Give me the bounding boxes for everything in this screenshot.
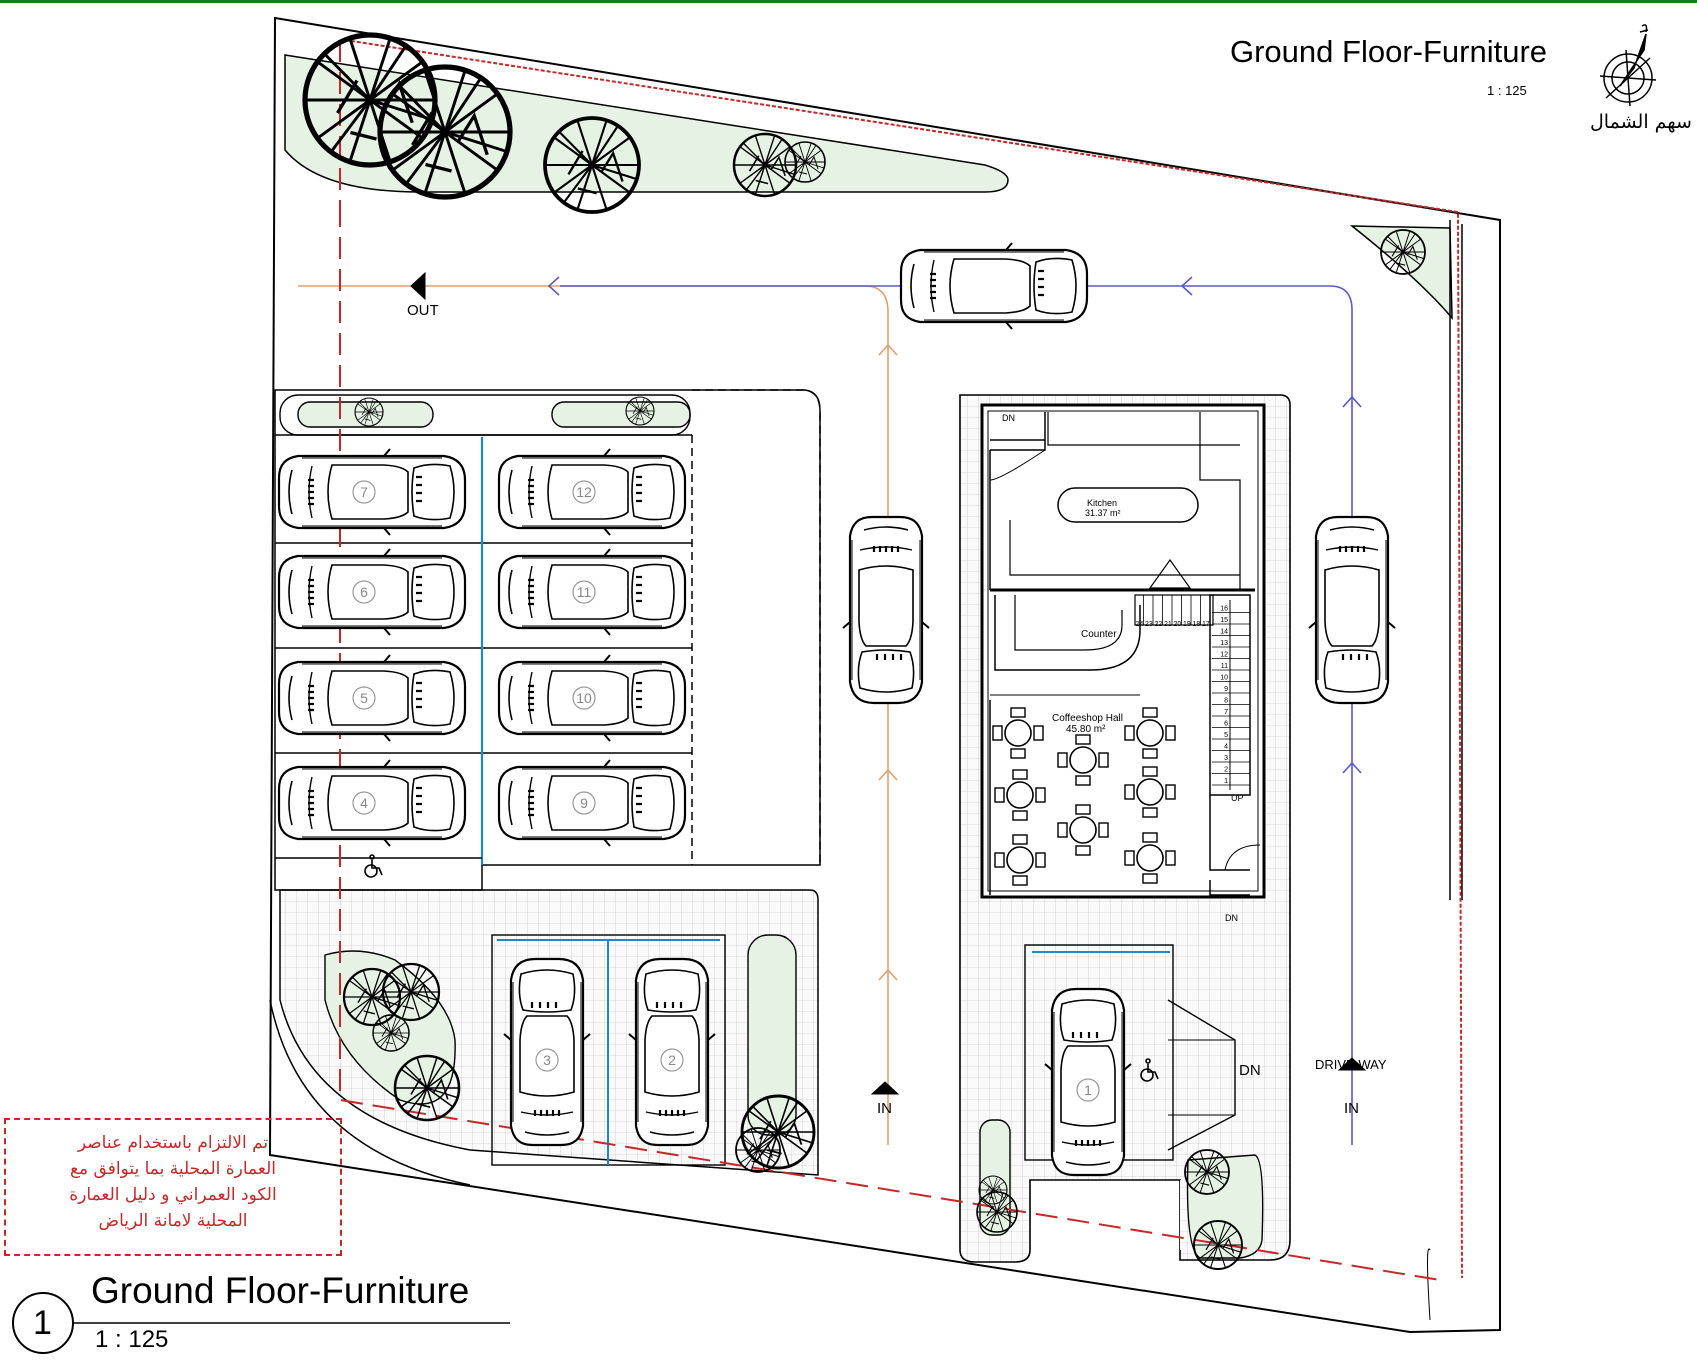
- moving-car: [1307, 515, 1397, 705]
- stair-step-number: 20: [1174, 621, 1182, 628]
- parking-number: 9: [580, 795, 588, 811]
- flow-chevron: [878, 968, 898, 981]
- stair-step-number: 11: [1221, 663, 1228, 670]
- stair-step-number: 22: [1155, 621, 1163, 628]
- stair-step-number: 14: [1220, 629, 1228, 636]
- stair-step-number: 23: [1145, 621, 1153, 628]
- moving-car: [841, 515, 931, 705]
- counter-label: Counter: [1081, 629, 1117, 640]
- stair-step-number: 4: [1224, 744, 1228, 751]
- stair-step-number: 2: [1224, 767, 1228, 774]
- view-tag-title: Ground Floor-Furniture: [91, 1270, 470, 1311]
- stair-step-number: 3: [1224, 755, 1228, 762]
- stair-step-number: 7: [1224, 709, 1228, 716]
- parking-number: 12: [576, 484, 592, 500]
- stair-step-number: 17: [1202, 621, 1210, 628]
- stair-step-number: 13: [1220, 640, 1228, 647]
- parking-number: 5: [360, 690, 368, 706]
- note-line-1: تم الالتزام باستخدام عناصر: [77, 1133, 269, 1153]
- stair-step-number: 24: [1136, 621, 1144, 628]
- ramp-down-label: DN: [1239, 1062, 1261, 1079]
- parking-car: 6: [277, 547, 467, 637]
- parking-number-circle: [352, 686, 376, 710]
- parking-car: 11: [497, 547, 687, 637]
- stair-step-number: 9: [1224, 686, 1228, 693]
- parking-car: 3: [502, 957, 592, 1147]
- sheet-scale: 1 : 125: [1487, 83, 1527, 98]
- parking-number: 4: [360, 795, 368, 811]
- flow-chevron: [1342, 761, 1362, 774]
- parking-car: 7: [277, 447, 467, 537]
- kitchen-label: Kitchen: [1087, 498, 1118, 508]
- stair-step-number: 19: [1183, 621, 1191, 628]
- stair-step-number: 1: [1224, 778, 1228, 785]
- stair-down-label-bottom: DN: [1225, 913, 1238, 923]
- parking-number-circle: [352, 791, 376, 815]
- note-line-2: العمارة المحلية بما يتوافق مع: [70, 1159, 276, 1179]
- parking-number-circle: [572, 480, 596, 504]
- parking-car: 5: [277, 653, 467, 743]
- parking-number: 2: [668, 1052, 676, 1068]
- kitchen-area: 31.37 m²: [1085, 508, 1121, 518]
- in-label-right: IN: [1344, 1100, 1359, 1117]
- parking-number: 11: [577, 584, 592, 600]
- out-label: OUT: [407, 302, 439, 319]
- parking-number: 1: [1084, 1082, 1092, 1098]
- parking-number: 10: [576, 690, 592, 706]
- parking-number-circle: [535, 1048, 559, 1072]
- hall-area: 45.80 m²: [1066, 724, 1106, 735]
- parking-car: 1: [1043, 987, 1133, 1177]
- stair-step-number: 18: [1193, 621, 1201, 628]
- parking-car: 10: [497, 653, 687, 743]
- compliance-note: تم الالتزام باستخدام عناصر العمارة المحل…: [4, 1118, 342, 1256]
- flow-chevron: [878, 343, 898, 356]
- moving-car: [899, 241, 1089, 331]
- parking-number-circle: [572, 580, 596, 604]
- flow-chevron: [1180, 276, 1193, 296]
- flow-chevron: [1342, 395, 1362, 408]
- stair-step-number: 12: [1220, 652, 1228, 659]
- driveway-label: DRIVE WAY: [1315, 1057, 1387, 1072]
- parking-number-circle: [660, 1048, 684, 1072]
- parking-car: 2: [627, 957, 717, 1147]
- parking-car: 9: [497, 758, 687, 848]
- stair-step-number: 5: [1224, 732, 1228, 739]
- parking-car: 4: [277, 758, 467, 848]
- stair-step-number: 8: [1224, 698, 1228, 705]
- parking-number-circle: [572, 686, 596, 710]
- parking-number-circle: [1076, 1078, 1100, 1102]
- parking-number-circle: [572, 791, 596, 815]
- stair-step-number: 6: [1224, 721, 1228, 728]
- in-label-left: IN: [877, 1100, 892, 1117]
- stair-down-label-top: DN: [1002, 413, 1015, 423]
- flow-chevron: [878, 768, 898, 781]
- stair-step-number: 16: [1220, 606, 1228, 613]
- parking-number-circle: [352, 480, 376, 504]
- view-tag-scale: 1 : 125: [95, 1326, 169, 1353]
- stair-step-number: 21: [1164, 621, 1172, 628]
- stair-step-number: 10: [1220, 675, 1228, 682]
- note-line-3: الكود العمراني و دليل العمارة: [69, 1185, 277, 1205]
- stair-up-label: UP: [1231, 793, 1244, 803]
- parking-number: 3: [543, 1052, 551, 1068]
- view-tag-number: 1: [33, 1304, 52, 1342]
- sheet-title: Ground Floor-Furniture: [1230, 34, 1548, 69]
- flow-chevron: [547, 276, 560, 296]
- north-arrow-label: سهم الشمال: [1590, 111, 1692, 133]
- note-line-4: المحلية لامانة الرياض: [98, 1211, 248, 1231]
- parking-number: 6: [360, 584, 368, 600]
- parking-number-circle: [352, 580, 376, 604]
- parking-number: 7: [360, 484, 368, 500]
- hall-label: Coffeeshop Hall: [1052, 713, 1123, 724]
- stair-step-number: 15: [1220, 617, 1228, 624]
- parking-car: 12: [497, 447, 687, 537]
